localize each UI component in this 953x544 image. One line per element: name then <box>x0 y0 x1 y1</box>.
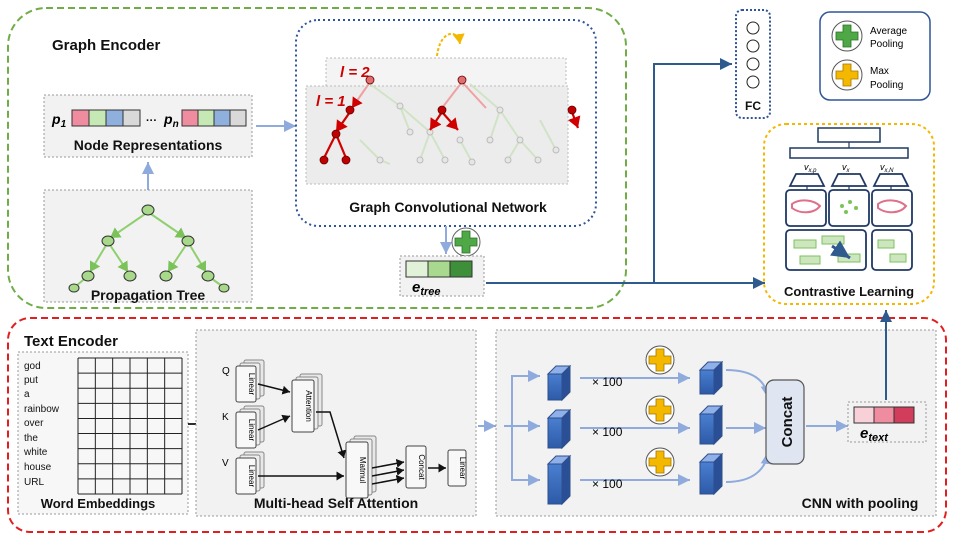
fc-label: FC <box>745 99 761 113</box>
word-5: the <box>24 433 38 444</box>
average-pooling-icon <box>451 227 481 257</box>
legend-average-line1: Average <box>870 26 908 37</box>
svg-text:Linear: Linear <box>247 465 256 488</box>
legend-max-pooling-icon <box>831 59 863 91</box>
text-encoder-title: Text Encoder <box>24 333 118 350</box>
svg-text:Linear: Linear <box>458 457 467 480</box>
svg-text:Matmul: Matmul <box>358 457 367 483</box>
svg-text:Linear: Linear <box>247 373 256 396</box>
e-tree-label: etree <box>412 279 441 298</box>
conv-cube-1 <box>546 364 572 402</box>
svg-text:Concat: Concat <box>417 454 426 480</box>
contrastive-learning-panel: vx,p vx vx,N <box>763 123 935 305</box>
e-tree-vector: etree <box>399 255 485 298</box>
times-100-2: × 100 <box>592 425 623 439</box>
word-4: over <box>24 418 44 429</box>
linear-v: Linear <box>235 451 265 495</box>
ellipsis: ··· <box>146 115 157 127</box>
conv-cube-2 <box>546 408 572 450</box>
v-xp-label: vx,p <box>804 162 817 174</box>
e-text-vector: etext <box>847 401 927 444</box>
legend-max-line1: Max <box>870 66 889 77</box>
word-embeddings-label: Word Embeddings <box>41 496 156 511</box>
legend-average-line2: Pooling <box>870 39 903 50</box>
cnn-with-pooling-label: CNN with pooling <box>802 495 919 511</box>
max-pooling-icon-1 <box>645 345 675 375</box>
word-embeddings: god put a rainbow over the white house U… <box>17 351 189 515</box>
max-pooling-icon-3 <box>645 447 675 477</box>
svg-text:Linear: Linear <box>247 419 256 442</box>
linear-k: Linear <box>235 405 265 449</box>
word-1: put <box>24 375 38 386</box>
fc-layer: FC <box>735 9 771 119</box>
node-representations: p1 ··· pn Node Representations <box>43 94 253 158</box>
svg-text:Attention: Attention <box>304 390 313 422</box>
multi-head-attention: Q K V Linear Linear Linear <box>195 329 477 517</box>
pooled-cube-2 <box>698 404 724 446</box>
graph-encoder-title: Graph Encoder <box>52 37 161 54</box>
pooled-cube-1 <box>698 360 724 396</box>
pn-symbol: pn <box>163 111 179 130</box>
v-xn-label: vx,N <box>880 162 894 174</box>
embedding-grid <box>77 357 183 495</box>
svg-text:Concat: Concat <box>779 397 796 448</box>
times-100-3: × 100 <box>592 477 623 491</box>
layer-2-label: l = 2 <box>340 64 370 81</box>
v-x-label: vx <box>842 162 851 174</box>
p1-symbol: p1 <box>51 111 67 130</box>
layer-1-label: l = 1 <box>316 93 346 110</box>
linear-out: Linear <box>447 449 467 487</box>
graph-encoder-panel: Graph Encoder p1 ··· pn Node Representat… <box>7 7 627 309</box>
k-label: K <box>222 412 229 423</box>
e-text-label: etext <box>860 425 889 444</box>
legend-max-line2: Pooling <box>870 80 903 91</box>
layer-recurrence-arrow <box>436 32 465 57</box>
max-pooling-icon-2 <box>645 395 675 425</box>
word-3: rainbow <box>24 404 60 415</box>
linear-q: Linear <box>235 359 265 403</box>
times-100-1: × 100 <box>592 375 623 389</box>
legend-average-pooling-icon <box>831 20 863 52</box>
gcn-label: Graph Convolutional Network <box>349 199 547 215</box>
cnn-concat-block: Concat <box>765 379 805 465</box>
node-representations-label: Node Representations <box>74 137 223 153</box>
pooled-cube-3 <box>698 452 724 496</box>
q-label: Q <box>222 366 230 377</box>
gcn-panel: l = 2 l = 1 <box>295 19 597 227</box>
word-2: a <box>24 389 30 400</box>
text-encoder-panel: Text Encoder god put a rainbow over the … <box>7 317 947 533</box>
word-8: URL <box>24 477 44 488</box>
propagation-tree: Propagation Tree <box>43 189 253 303</box>
conv-cube-3 <box>546 454 572 506</box>
multi-head-attention-label: Multi-head Self Attention <box>254 495 418 511</box>
attention-block: Attention <box>291 373 323 433</box>
matmul-block: Matmul <box>345 435 377 499</box>
graph-output-arrows <box>486 58 765 289</box>
word-0: god <box>24 361 41 372</box>
contrastive-learning-label: Contrastive Learning <box>784 284 914 299</box>
propagation-tree-label: Propagation Tree <box>91 287 206 303</box>
legend: Average Pooling Max Pooling <box>819 11 931 101</box>
v-label: V <box>222 458 229 469</box>
concat-block-attention: Concat <box>405 445 427 489</box>
word-7: house <box>24 462 52 473</box>
word-6: white <box>23 447 48 458</box>
